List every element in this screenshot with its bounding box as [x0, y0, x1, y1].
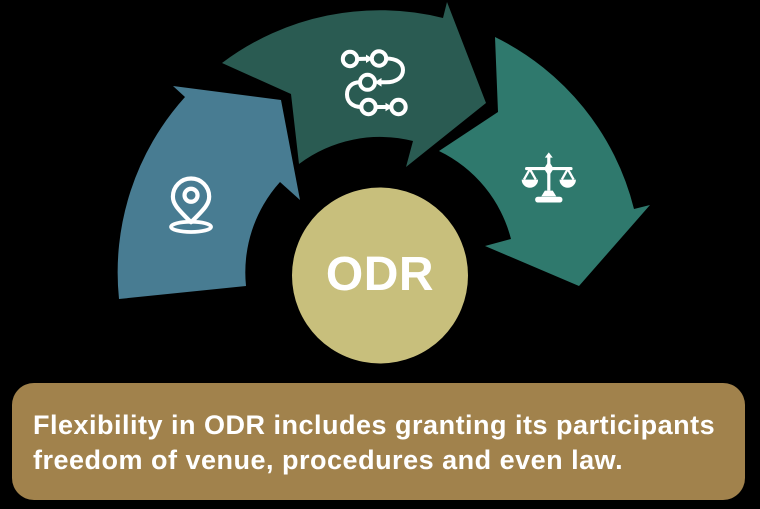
scales-pans — [521, 179, 576, 188]
scales-hanger-lines — [522, 168, 575, 181]
scales-base-flare — [541, 190, 557, 197]
scales-pedestal — [535, 196, 563, 203]
step-arrow-law — [439, 37, 650, 286]
odr-circle — [292, 187, 468, 364]
pin-inner-dot — [182, 186, 200, 204]
workflow-steps-icon — [340, 49, 408, 117]
workflow-connectors — [344, 56, 406, 109]
workflow-arrowheads — [366, 54, 393, 112]
scales-finial — [544, 152, 553, 158]
caption-line-2: freedom of venue, procedures and even la… — [33, 445, 624, 475]
pin-outline — [170, 176, 212, 225]
scales-of-justice-icon — [521, 152, 576, 203]
caption-box: Flexibility in ODR includes granting its… — [12, 383, 745, 500]
odr-cycle-diagram: ODR — [117, 2, 650, 364]
caption-line-1: Flexibility in ODR includes granting its… — [33, 410, 716, 440]
location-pin-icon — [169, 176, 213, 234]
odr-label: ODR — [326, 248, 434, 301]
scales-beam — [525, 167, 573, 171]
